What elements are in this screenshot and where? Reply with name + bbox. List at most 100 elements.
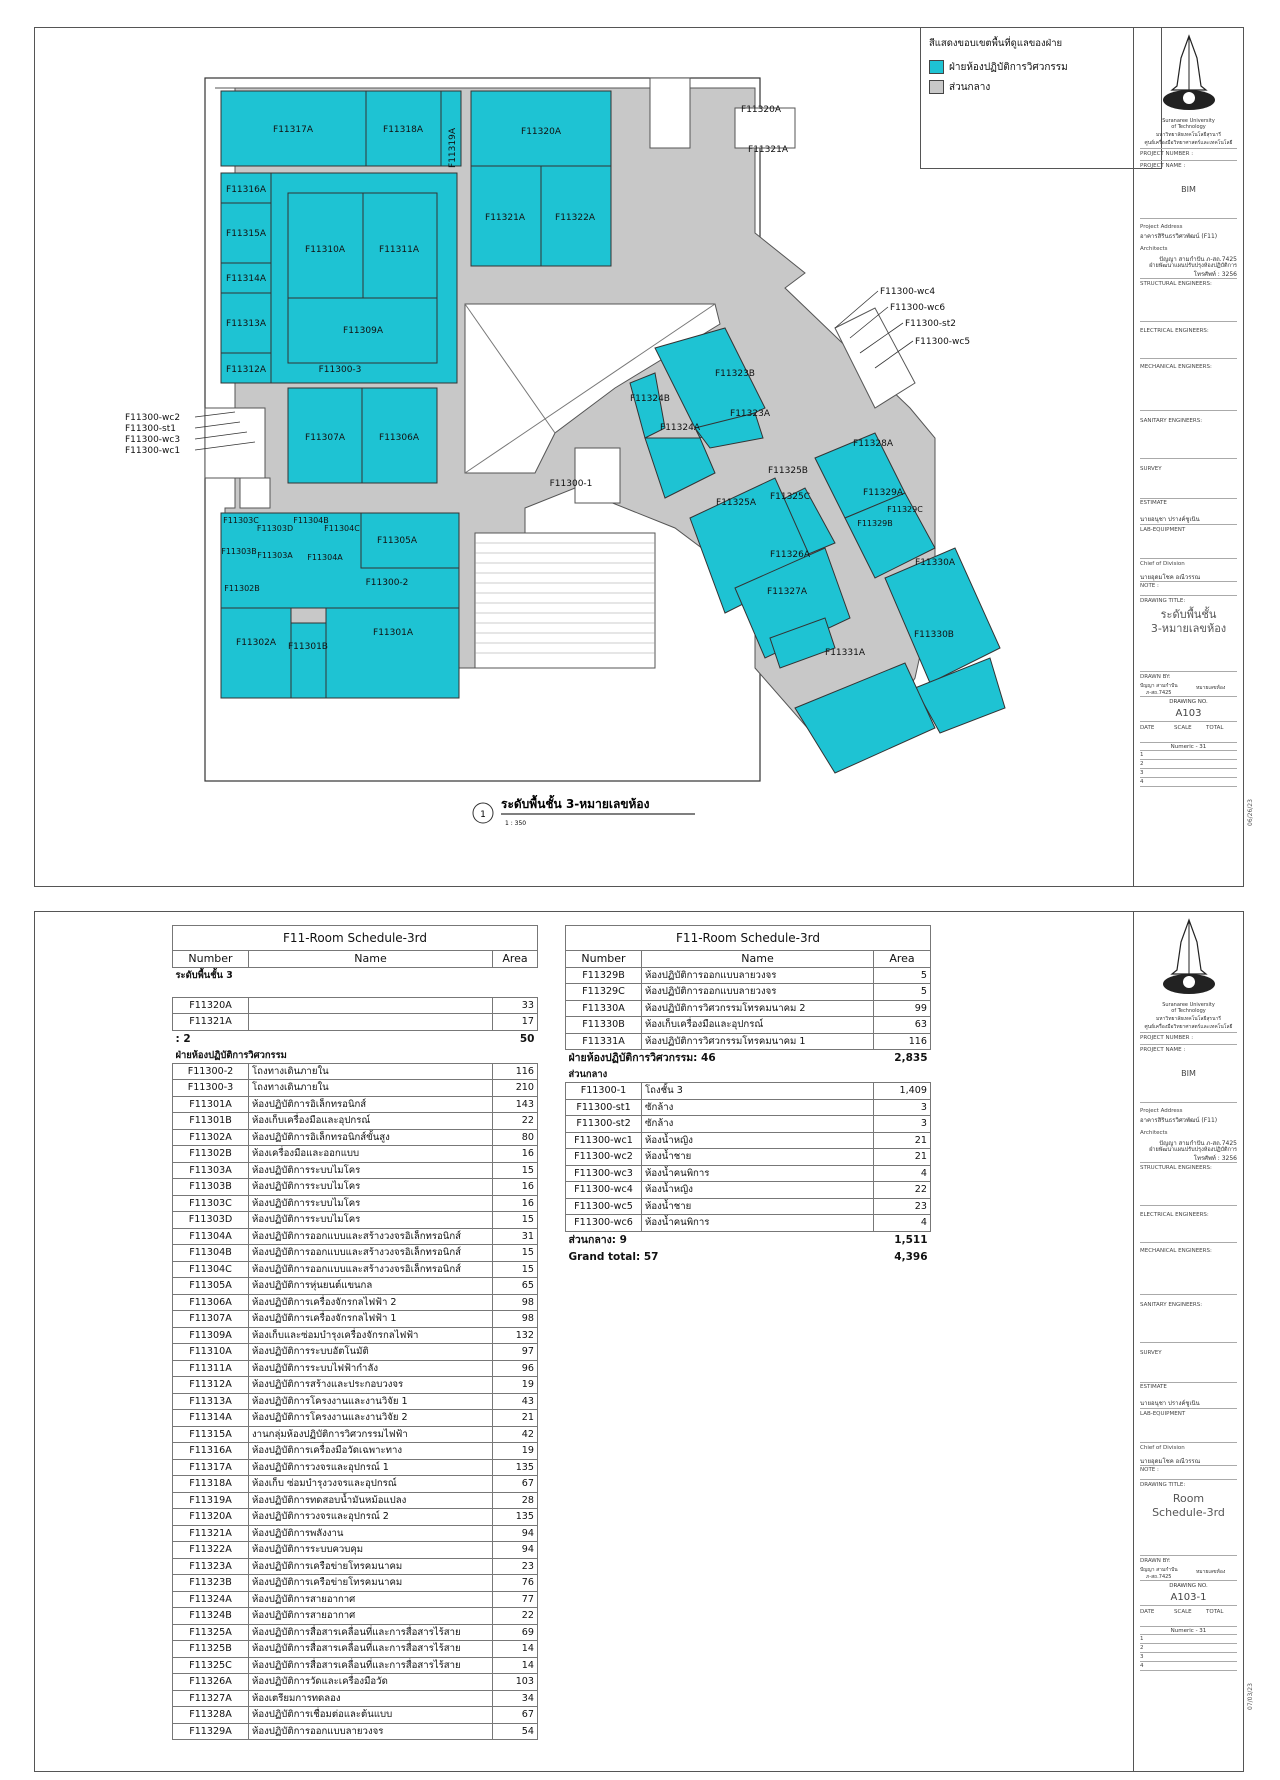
rev-row: 1 bbox=[1140, 752, 1144, 758]
room-area: 67 bbox=[492, 1706, 538, 1724]
callout-label: F11300-wc4 bbox=[880, 287, 935, 297]
room-area: 21 bbox=[873, 1148, 931, 1166]
survey-label: SURVEY bbox=[1140, 466, 1162, 472]
estimate-label: ESTIMATE bbox=[1140, 500, 1167, 506]
room-number: F11309A bbox=[172, 1326, 249, 1344]
room-label: F11304B bbox=[293, 516, 329, 525]
architects-phone: โทรศัพท์ : 3256 bbox=[1193, 271, 1237, 278]
room-number: F11300-wc4 bbox=[565, 1181, 642, 1199]
room-number: F11325B bbox=[172, 1640, 249, 1658]
room-area: 19 bbox=[492, 1442, 538, 1460]
room-F11330B bbox=[914, 657, 1006, 734]
room-number: F11313A bbox=[172, 1392, 249, 1410]
room-label: F11301B bbox=[288, 642, 328, 652]
room-label: F11304A bbox=[307, 553, 343, 562]
schedule-title: F11-Room Schedule-3rd bbox=[172, 925, 538, 951]
courtyard bbox=[464, 303, 721, 474]
legend-item-engineering: ฝ่ายห้องปฏิบัติการวิศวกรรม bbox=[949, 62, 1068, 73]
room-area: 15 bbox=[492, 1211, 538, 1229]
architects-dept: ฝ่ายพัฒนาแผนปรับปรุงห้องปฏิบัติการ bbox=[1149, 263, 1237, 269]
stair-center bbox=[574, 447, 621, 504]
room-number: F11329C bbox=[565, 983, 642, 1001]
date-label: DATE bbox=[1140, 1609, 1155, 1615]
architects-name: ปัญญา สามกำปัน ภ-สถ.7425 bbox=[1159, 1140, 1237, 1147]
room-name: โถงทางเดินภายใน bbox=[248, 1079, 493, 1097]
title-block: Suranaree University of Technology มหาวิ… bbox=[1133, 28, 1243, 886]
estimate-label: ESTIMATE bbox=[1140, 1384, 1167, 1390]
callout-label: F11300-wc2 bbox=[125, 413, 180, 423]
stair-top bbox=[649, 77, 691, 149]
revision-text: หมายเลขห้อง bbox=[1196, 685, 1226, 691]
room-area: 4 bbox=[873, 1214, 931, 1232]
university-logo bbox=[1163, 34, 1215, 110]
room-number: F11300-st1 bbox=[565, 1098, 642, 1116]
subtotal-label: ฝ่ายห้องปฏิบัติการวิศวกรรม: 46 bbox=[568, 1052, 716, 1064]
project-name: BIM bbox=[1181, 185, 1196, 194]
room-number: F11321A bbox=[172, 1013, 249, 1031]
room-area: 16 bbox=[492, 1178, 538, 1196]
room-name: ห้องเตรียมการทดลอง bbox=[248, 1689, 493, 1707]
subtotal-area: 4,396 bbox=[894, 1250, 928, 1263]
room-name: ห้องปฏิบัติการสื่อสารเคลื่อนที่และการสื่… bbox=[248, 1640, 493, 1658]
room-number: F11317A bbox=[172, 1458, 249, 1476]
room-label: F11325C bbox=[770, 492, 810, 502]
org-name-en-2: of Technology bbox=[1171, 124, 1206, 130]
room-name: ห้องปฏิบัติการวิศวกรรมโทรคมนาคม 1 bbox=[641, 1032, 874, 1050]
room-name: ห้องปฏิบัติการสื่อสารเคลื่อนที่และการสื่… bbox=[248, 1656, 493, 1674]
room-number: F11321A bbox=[172, 1524, 249, 1542]
room-area: 14 bbox=[492, 1640, 538, 1658]
room-label: F11306A bbox=[379, 433, 420, 443]
room-label: F11311A bbox=[379, 245, 420, 255]
room-area: 132 bbox=[492, 1326, 538, 1344]
room-label: F11320A bbox=[741, 105, 782, 115]
chief-label: Chief of Division bbox=[1140, 1445, 1185, 1451]
room-area: 22 bbox=[492, 1112, 538, 1130]
room-area: 22 bbox=[492, 1607, 538, 1625]
room-name: ห้องปฏิบัติการหุ่นยนต์แขนกล bbox=[248, 1277, 493, 1295]
drawing-title-line2: 3-หมายเลขห้อง bbox=[1150, 622, 1227, 635]
architects-phone: โทรศัพท์ : 3256 bbox=[1193, 1155, 1237, 1162]
drawing-no-label: DRAWING NO. bbox=[1169, 699, 1208, 705]
view-title: ระดับพื้นชั้น 3-หมายเลขห้อง bbox=[501, 794, 650, 811]
room-label: F11300-2 bbox=[366, 578, 409, 588]
room-number: F11315A bbox=[172, 1425, 249, 1443]
room-label: F11303B bbox=[221, 547, 257, 556]
room-area: 15 bbox=[492, 1161, 538, 1179]
room-F11317A bbox=[220, 90, 367, 167]
room-label: F11316A bbox=[226, 185, 267, 195]
room-label: F11300-3 bbox=[319, 365, 362, 375]
callout-label: F11300-st1 bbox=[125, 424, 176, 434]
room-F11318A bbox=[365, 90, 442, 167]
room-area: 21 bbox=[873, 1131, 931, 1149]
subtotal-label: Grand total: 57 bbox=[568, 1250, 659, 1263]
room-area: 116 bbox=[873, 1032, 931, 1050]
org-name-en-2: of Technology bbox=[1171, 1008, 1206, 1014]
room-area: 34 bbox=[492, 1689, 538, 1707]
room-name: ห้องปฏิบัติการออกแบบและสร้างวงจรอิเล็กทร… bbox=[248, 1260, 493, 1278]
sanitary-label: SANITARY ENGINEERS: bbox=[1140, 1302, 1203, 1308]
room-number: F11312A bbox=[172, 1376, 249, 1394]
room-number: F11300-1 bbox=[565, 1082, 642, 1100]
stair-left bbox=[239, 477, 271, 509]
rev-row: 2 bbox=[1140, 1645, 1144, 1651]
drawn-by-name: ปัญญา สามกำปัน bbox=[1140, 1567, 1178, 1573]
room-label: F11303C bbox=[223, 516, 259, 525]
address-label: Project Address bbox=[1140, 1108, 1183, 1114]
room-area: 19 bbox=[492, 1376, 538, 1394]
column-header-number: Number bbox=[172, 950, 249, 968]
legend-title: สีแสดงขอบเขตพื้นที่ดูแลของฝ่าย bbox=[929, 38, 1063, 49]
room-label: F11320A bbox=[521, 127, 562, 137]
room-area: 3 bbox=[873, 1115, 931, 1133]
